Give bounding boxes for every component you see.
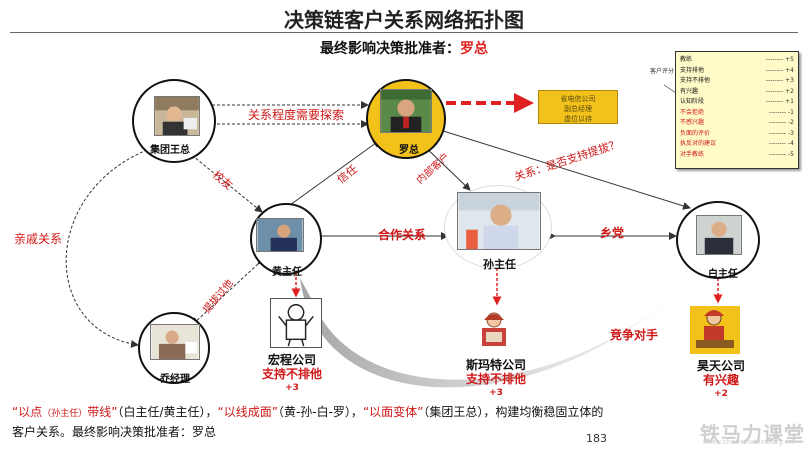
point-phrase-note: （孙主任）	[42, 409, 88, 419]
node-qiao[interactable]: 乔经理	[138, 312, 210, 385]
legend-value: -------- +5	[765, 56, 794, 63]
legend-row: 支持排他 -------- +4	[680, 66, 794, 77]
simate-name: 斯玛特公司	[466, 358, 527, 372]
huang-label: 黄主任	[272, 267, 302, 278]
legend-value: -------- -5	[768, 150, 794, 158]
legend-row: 有兴趣 -------- +2	[680, 87, 794, 98]
sun-photo	[457, 192, 541, 250]
sun-label: 孙主任	[483, 258, 516, 271]
legend-value: -------- +2	[765, 87, 794, 95]
edge-label-competitor: 竞争对手	[610, 328, 659, 342]
company-haotian: 昊天公司 有兴趣 +2	[697, 359, 745, 401]
qiao-photo	[150, 324, 200, 360]
legend-pointer	[663, 84, 677, 94]
subtitle-name: 罗总	[460, 41, 488, 57]
legend-value: -------- +4	[765, 66, 794, 74]
hongcheng-status: 支持不排他	[262, 367, 323, 381]
hongcheng-score: +3	[285, 383, 299, 393]
bai-photo	[696, 215, 742, 255]
hongcheng-name: 宏程公司	[268, 353, 317, 367]
haotian-score: +2	[714, 389, 728, 399]
node-huang[interactable]: 黄主任	[250, 203, 322, 278]
subtitle: 最终影响决策批准者：罗总	[0, 38, 808, 58]
line-detail: （黄-孙-白-罗），	[277, 405, 363, 419]
legend-row: 支持不排他 -------- +3	[680, 76, 794, 87]
legend-row: 执反对的建议 -------- -4	[680, 139, 794, 150]
point-phrase-end: 带线”	[87, 405, 118, 419]
haotian-cartoon-icon	[690, 306, 740, 354]
edge-label-cooperation: 合作关系	[378, 228, 427, 242]
luo-photo	[380, 89, 432, 133]
legend-row: 对手教练 -------- -5	[680, 150, 794, 161]
node-sun[interactable]: 孙主任	[444, 185, 552, 271]
plane-detail: （集团王总），构建均衡稳固立体的	[423, 405, 604, 419]
legend-value: -------- -1	[768, 108, 794, 116]
page-number: 183	[586, 432, 607, 445]
qiao-label: 乔经理	[160, 374, 190, 385]
line-phrase: “以线成面”	[217, 405, 278, 419]
group-wang-photo	[154, 96, 200, 136]
vacancy-note: 省电信公司 副总经理 虚位以待	[538, 90, 618, 124]
legend-label: 有兴趣	[680, 87, 699, 95]
plane-phrase: “以面变体”	[362, 405, 424, 419]
group-wang-label: 集团王总	[150, 145, 190, 156]
point-detail: （白主任/黄主任），	[117, 405, 218, 419]
company-simate: 斯玛特公司 支持不排他 +3	[466, 358, 526, 400]
legend-label: 支持不排他	[680, 77, 711, 84]
node-luo[interactable]: 罗总	[366, 79, 446, 159]
wang-huang-link	[180, 144, 263, 213]
title-divider	[10, 32, 798, 33]
vacancy-note-line-2: 副总经理	[564, 105, 592, 113]
legend-tag: 客户评分	[650, 68, 675, 75]
legend-label: 对手教练	[680, 150, 705, 158]
edge-label-relatives: 亲戚关系	[14, 232, 63, 246]
diagram-title: 决策链客户关系网络拓扑图	[284, 8, 524, 32]
legend-value: -------- -2	[768, 119, 794, 126]
legend-row: 认知阶段 -------- +1	[680, 97, 794, 108]
simate-score: +3	[489, 388, 503, 398]
legend-value: -------- -4	[768, 140, 794, 147]
legend-label: 教练	[680, 56, 693, 63]
simate-status: 支持不排他	[466, 372, 527, 386]
legend-value: -------- +3	[765, 77, 794, 84]
legend-row: 负面的评价 -------- -3	[680, 129, 794, 140]
vacancy-note-line-3: 虚位以待	[564, 115, 592, 123]
luo-bai-link	[432, 124, 691, 210]
legend-row: 不会拒绝 -------- -1	[680, 108, 794, 119]
hongcheng-cartoon-icon	[270, 298, 322, 348]
legend-label: 不感兴趣	[680, 119, 705, 126]
legend-label: 认知阶段	[680, 98, 705, 105]
haotian-name: 昊天公司	[697, 359, 746, 373]
summary-line-2: 客户关系。最终影响决策批准者：罗总	[12, 425, 217, 439]
legend-value: -------- -3	[768, 129, 794, 137]
bai-label: 白主任	[708, 269, 738, 280]
watermark: 铁马力课堂	[700, 422, 805, 446]
point-phrase: “以点	[12, 405, 43, 419]
legend-label: 负面的评价	[680, 129, 711, 137]
legend-label: 不会拒绝	[680, 108, 705, 116]
summary-text: “以点（孙主任）带线”（白主任/黄主任），“以线成面”（黄-孙-白-罗），“以面…	[12, 403, 796, 441]
subtitle-prefix: 最终影响决策批准者：	[320, 41, 460, 57]
legend-label: 支持排他	[680, 66, 705, 74]
huang-photo	[256, 218, 304, 252]
score-legend: 教练 -------- +5 支持排他 -------- +4 支持不排他 -----…	[675, 51, 799, 169]
legend-value: -------- +1	[765, 98, 794, 105]
legend-row: 教练 -------- +5	[680, 55, 794, 66]
summary-line-1: “以点（孙主任）带线”（白主任/黄主任），“以线成面”（黄-孙-白-罗），“以面…	[12, 403, 796, 423]
vacancy-note-line-1: 省电信公司	[560, 95, 596, 103]
luo-label: 罗总	[399, 145, 419, 156]
watermark-url: www.shouxinchina.org.cn	[704, 438, 794, 446]
node-bai[interactable]: 白主任	[676, 201, 760, 280]
legend-row: 不感兴趣 -------- -2	[680, 118, 794, 129]
legend-label: 执反对的建议	[680, 140, 717, 147]
company-hongcheng: 宏程公司 支持不排他 +3	[262, 353, 322, 395]
simate-cartoon-icon	[472, 308, 516, 352]
node-group-wang[interactable]: 集团王总	[132, 79, 216, 163]
relatives-arrow	[65, 141, 160, 348]
edge-label-explore: 关系程度需要探索	[248, 108, 345, 122]
edge-label-hometown: 乡党	[600, 226, 625, 240]
haotian-status: 有兴趣	[703, 373, 740, 387]
huang-luo-link	[289, 139, 381, 206]
